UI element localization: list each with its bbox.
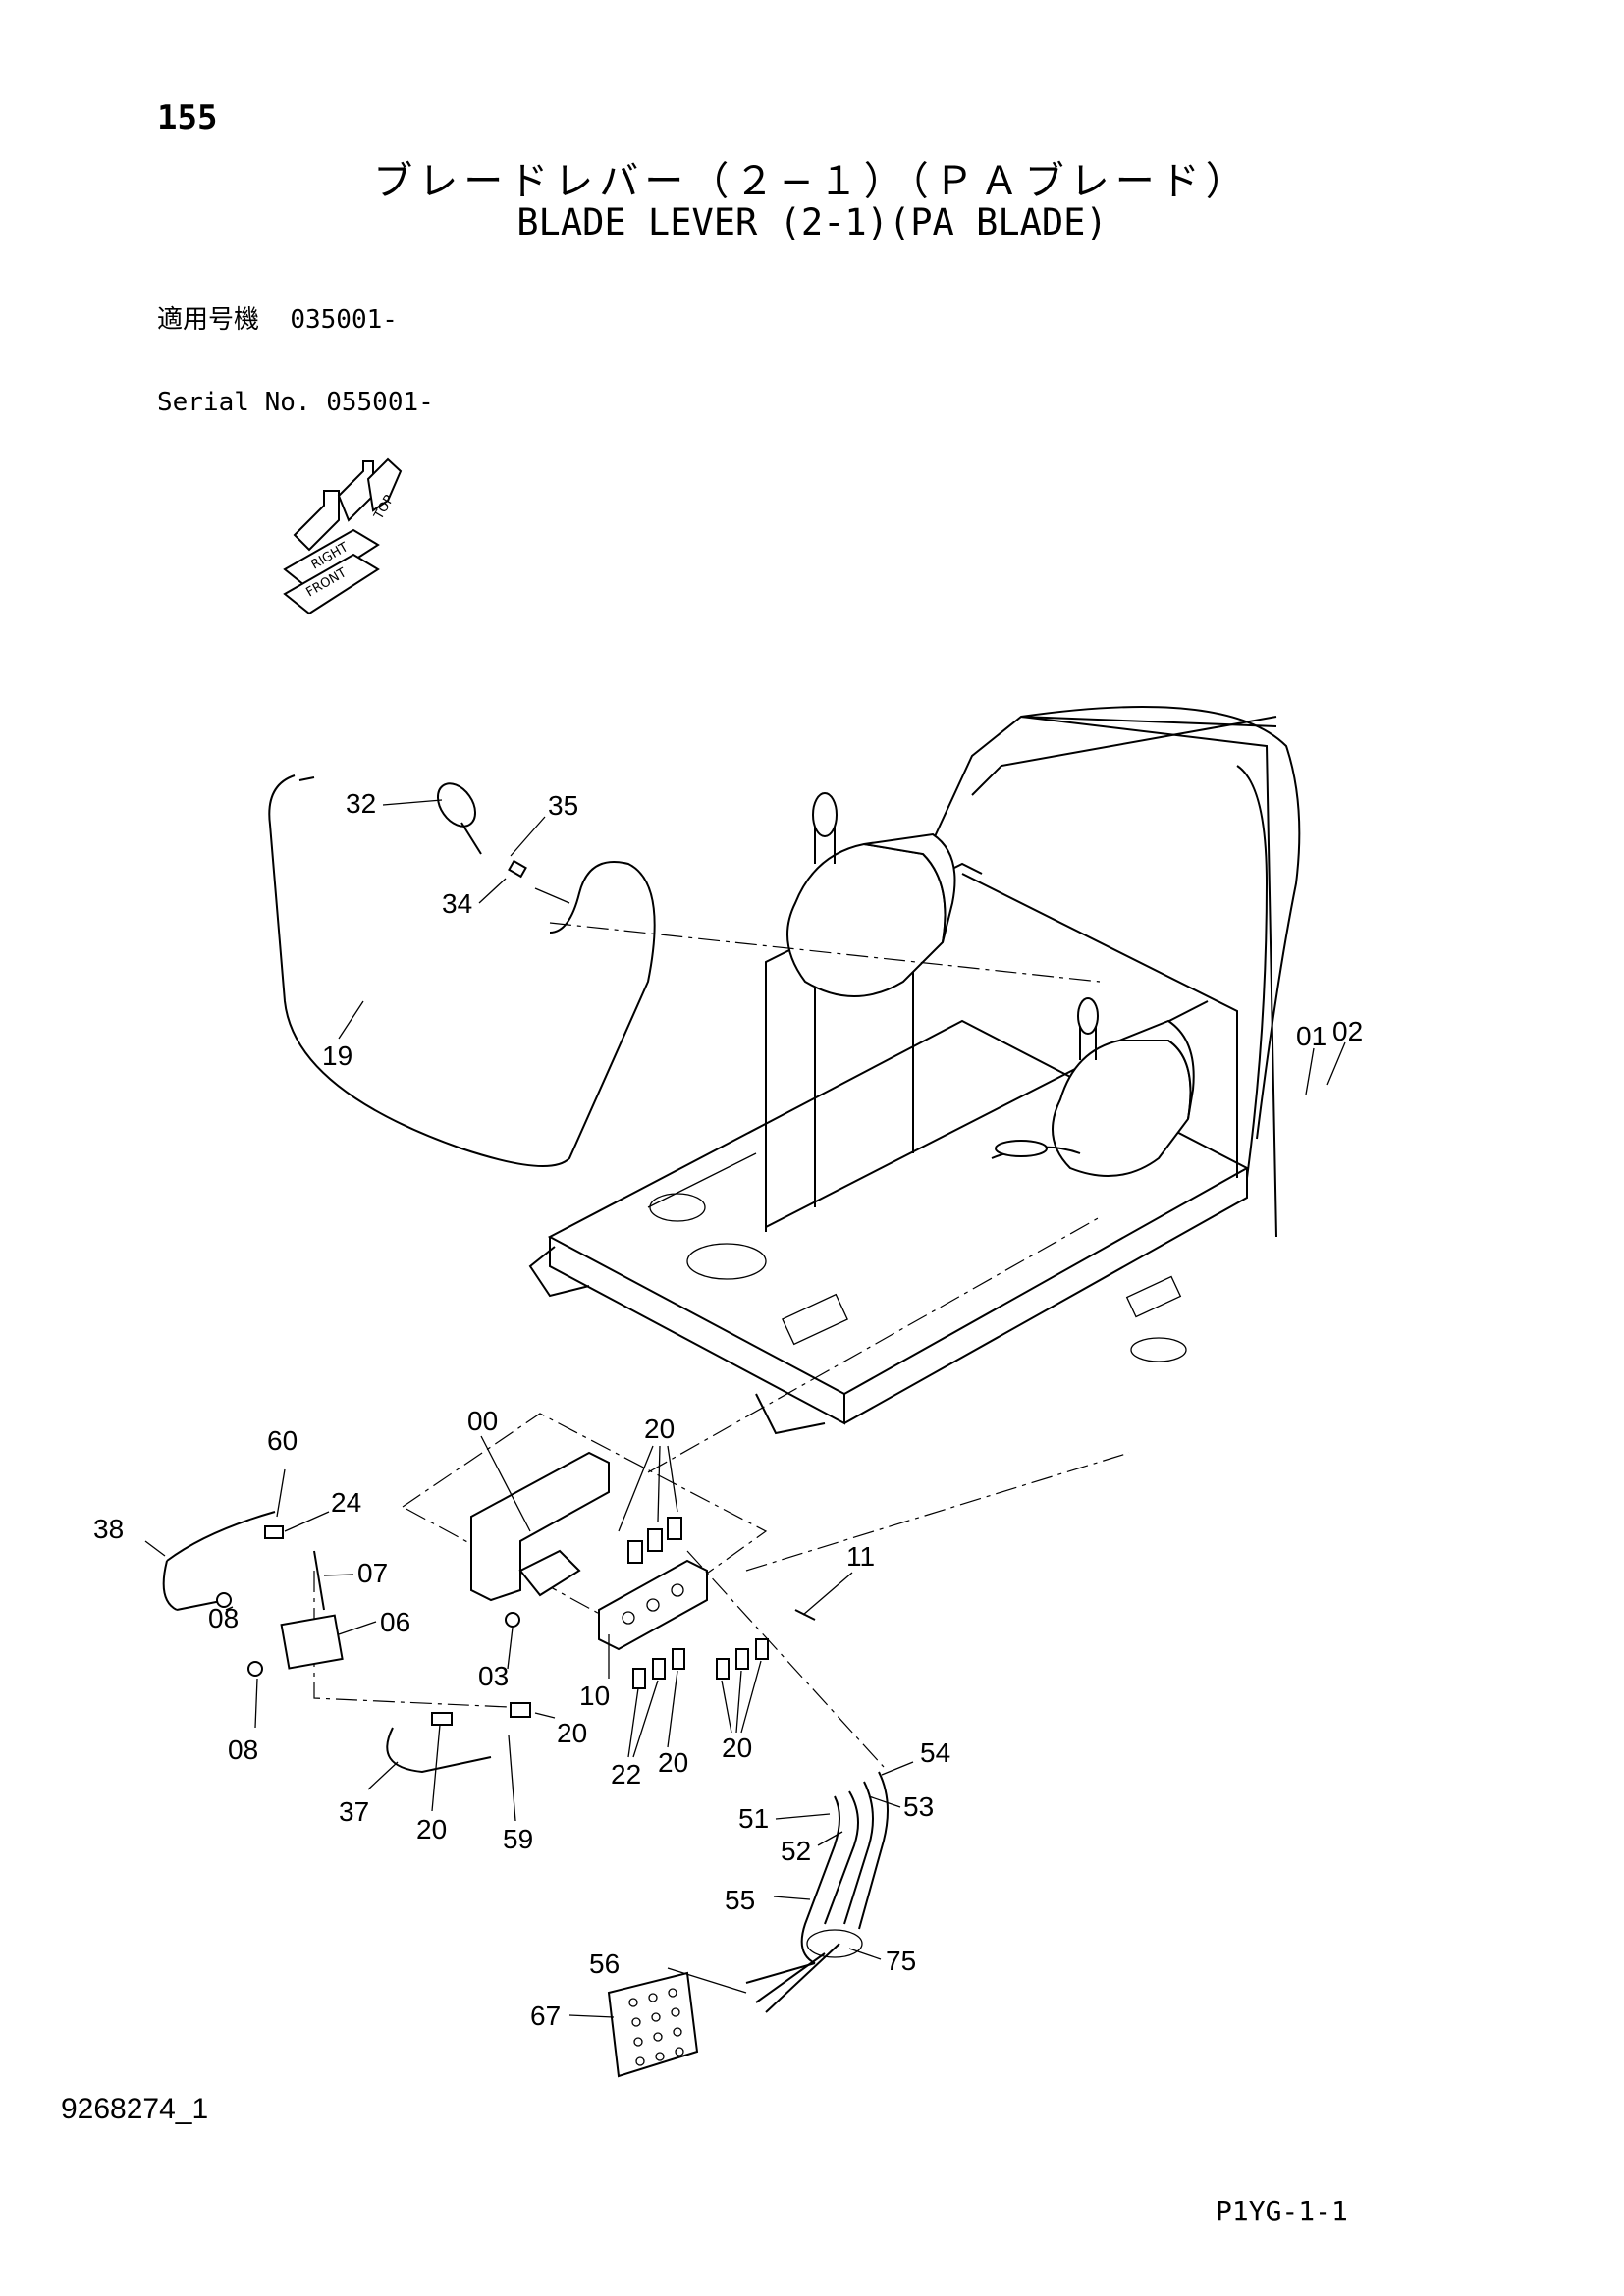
callout-24: 24 — [331, 1487, 361, 1518]
callout-20-d: 20 — [416, 1814, 447, 1844]
callout-06: 06 — [380, 1607, 410, 1637]
callout-00: 00 — [467, 1406, 498, 1436]
valve-block-assembly — [162, 1216, 1130, 1774]
callout-52: 52 — [781, 1836, 811, 1866]
callout-59: 59 — [503, 1824, 533, 1854]
leader-lines — [144, 799, 1346, 2018]
callout-60: 60 — [267, 1425, 298, 1456]
callout-20-top: 20 — [644, 1414, 675, 1444]
orientation-indicator: TOP RIGHT FRONT — [283, 457, 403, 615]
callout-32: 32 — [346, 788, 376, 819]
callout-34: 34 — [442, 888, 472, 919]
hose-bundle — [607, 1550, 889, 2078]
callout-20-b: 20 — [658, 1747, 688, 1778]
callout-19: 19 — [322, 1041, 352, 1071]
bracket-holes — [628, 1988, 684, 2066]
page-code: P1YG-1-1 — [1216, 2195, 1348, 2227]
callout-20-c: 20 — [722, 1733, 752, 1763]
callout-11: 11 — [846, 1541, 875, 1572]
callout-75: 75 — [886, 1946, 916, 1976]
serial-applicability: 適用号機 035001- Serial No. 055001- — [157, 251, 434, 444]
callout-38: 38 — [93, 1514, 124, 1544]
cab-frame — [528, 706, 1301, 1435]
callout-22: 22 — [611, 1759, 641, 1789]
callout-56: 56 — [589, 1949, 620, 1979]
page-number: 155 — [157, 98, 218, 137]
document-id: 9268274_1 — [61, 2093, 209, 2125]
callout-54: 54 — [920, 1737, 950, 1768]
callout-03: 03 — [478, 1661, 509, 1691]
callout-67: 67 — [530, 2001, 561, 2031]
serial-line-2: Serial No. 055001- — [157, 388, 434, 417]
callout-37: 37 — [339, 1796, 369, 1827]
serial-line-1: 適用号機 035001- — [157, 305, 398, 335]
callout-08b: 08 — [228, 1735, 258, 1765]
callout-35: 35 — [548, 790, 578, 821]
right-console — [991, 997, 1195, 1177]
callout-07: 07 — [357, 1558, 388, 1588]
callout-08a: 08 — [208, 1603, 239, 1633]
callout-01: 01 — [1296, 1021, 1326, 1051]
callout-20-mid: 20 — [557, 1718, 587, 1748]
callout-10: 10 — [579, 1681, 610, 1711]
callout-53: 53 — [903, 1791, 934, 1822]
callout-02: 02 — [1332, 1016, 1363, 1046]
page-title-english: BLADE LEVER (2-1)(PA BLADE) — [516, 201, 1108, 243]
blade-lever-cable — [268, 774, 1101, 1167]
callout-55: 55 — [725, 1885, 755, 1915]
left-console — [786, 792, 956, 997]
callout-labels: 32 35 34 19 01 02 60 24 38 07 08 06 08 0… — [93, 788, 1363, 2031]
page-title-japanese: ブレードレバー（２−１）（ＰＡブレード） — [373, 159, 1251, 204]
callout-51: 51 — [738, 1803, 769, 1834]
